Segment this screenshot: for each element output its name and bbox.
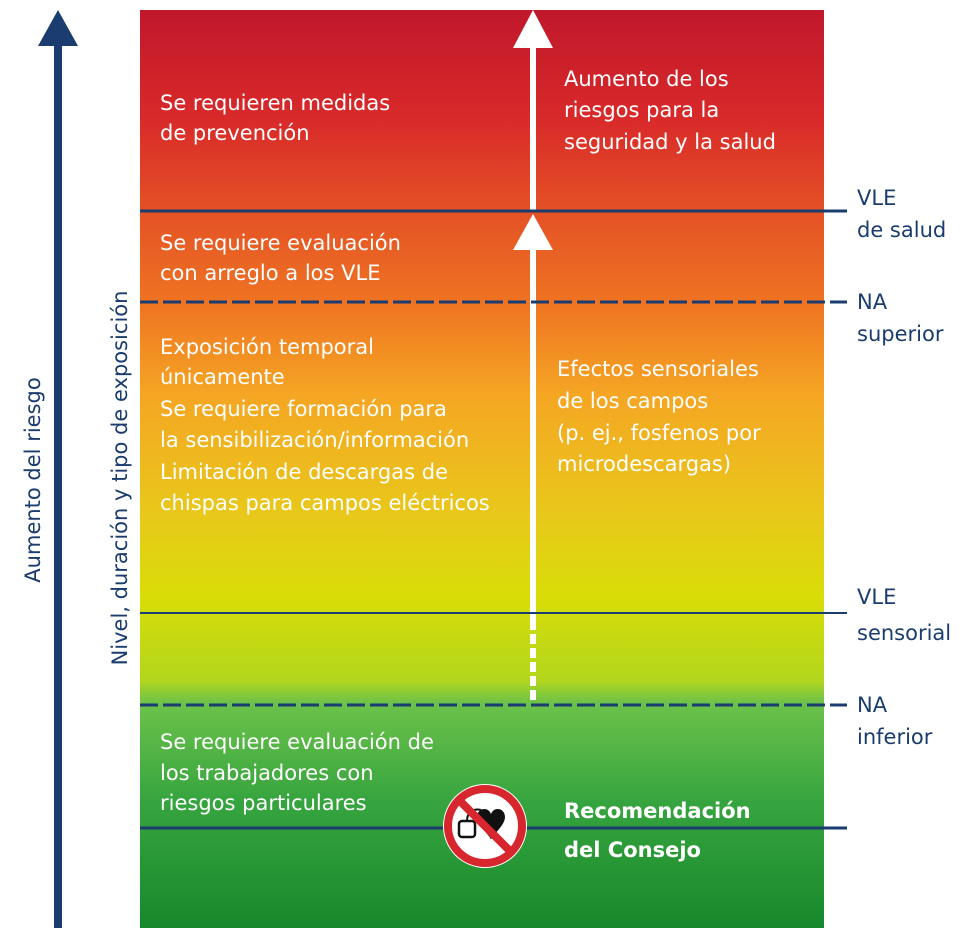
increase-arrow bbox=[513, 10, 553, 700]
vle-salud-label: VLE de salud bbox=[857, 186, 946, 242]
na-superior-label: NA superior bbox=[857, 290, 944, 346]
risk-gradient-panel bbox=[140, 10, 824, 928]
risk-increase-text: Aumento de los riesgos para la seguridad… bbox=[564, 67, 776, 154]
zone-prevention-text: Se requieren medidas de prevención bbox=[160, 91, 397, 145]
na-inferior-label: NA inferior bbox=[857, 693, 933, 749]
sensory-effects-text: Efectos sensoriales de los campos (p. ej… bbox=[557, 357, 767, 476]
zone-particular-risk-text: Se requiere evaluación de los trabajador… bbox=[160, 730, 441, 815]
zone-temporary-text: Exposición temporal únicamente Se requie… bbox=[160, 335, 490, 515]
council-recommendation-text: Recomendación del Consejo bbox=[564, 799, 758, 862]
zone-evaluation-text: Se requiere evaluación con arreglo a los… bbox=[160, 231, 408, 285]
no-pacemaker-icon bbox=[443, 784, 527, 868]
risk-axis-label: Aumento del riesgo bbox=[21, 377, 45, 582]
vle-sensorial-label: VLE sensorial bbox=[857, 585, 951, 645]
risk-axis-arrow bbox=[38, 10, 78, 928]
exposure-axis-label: Nivel, duración y tipo de exposición bbox=[108, 291, 132, 666]
